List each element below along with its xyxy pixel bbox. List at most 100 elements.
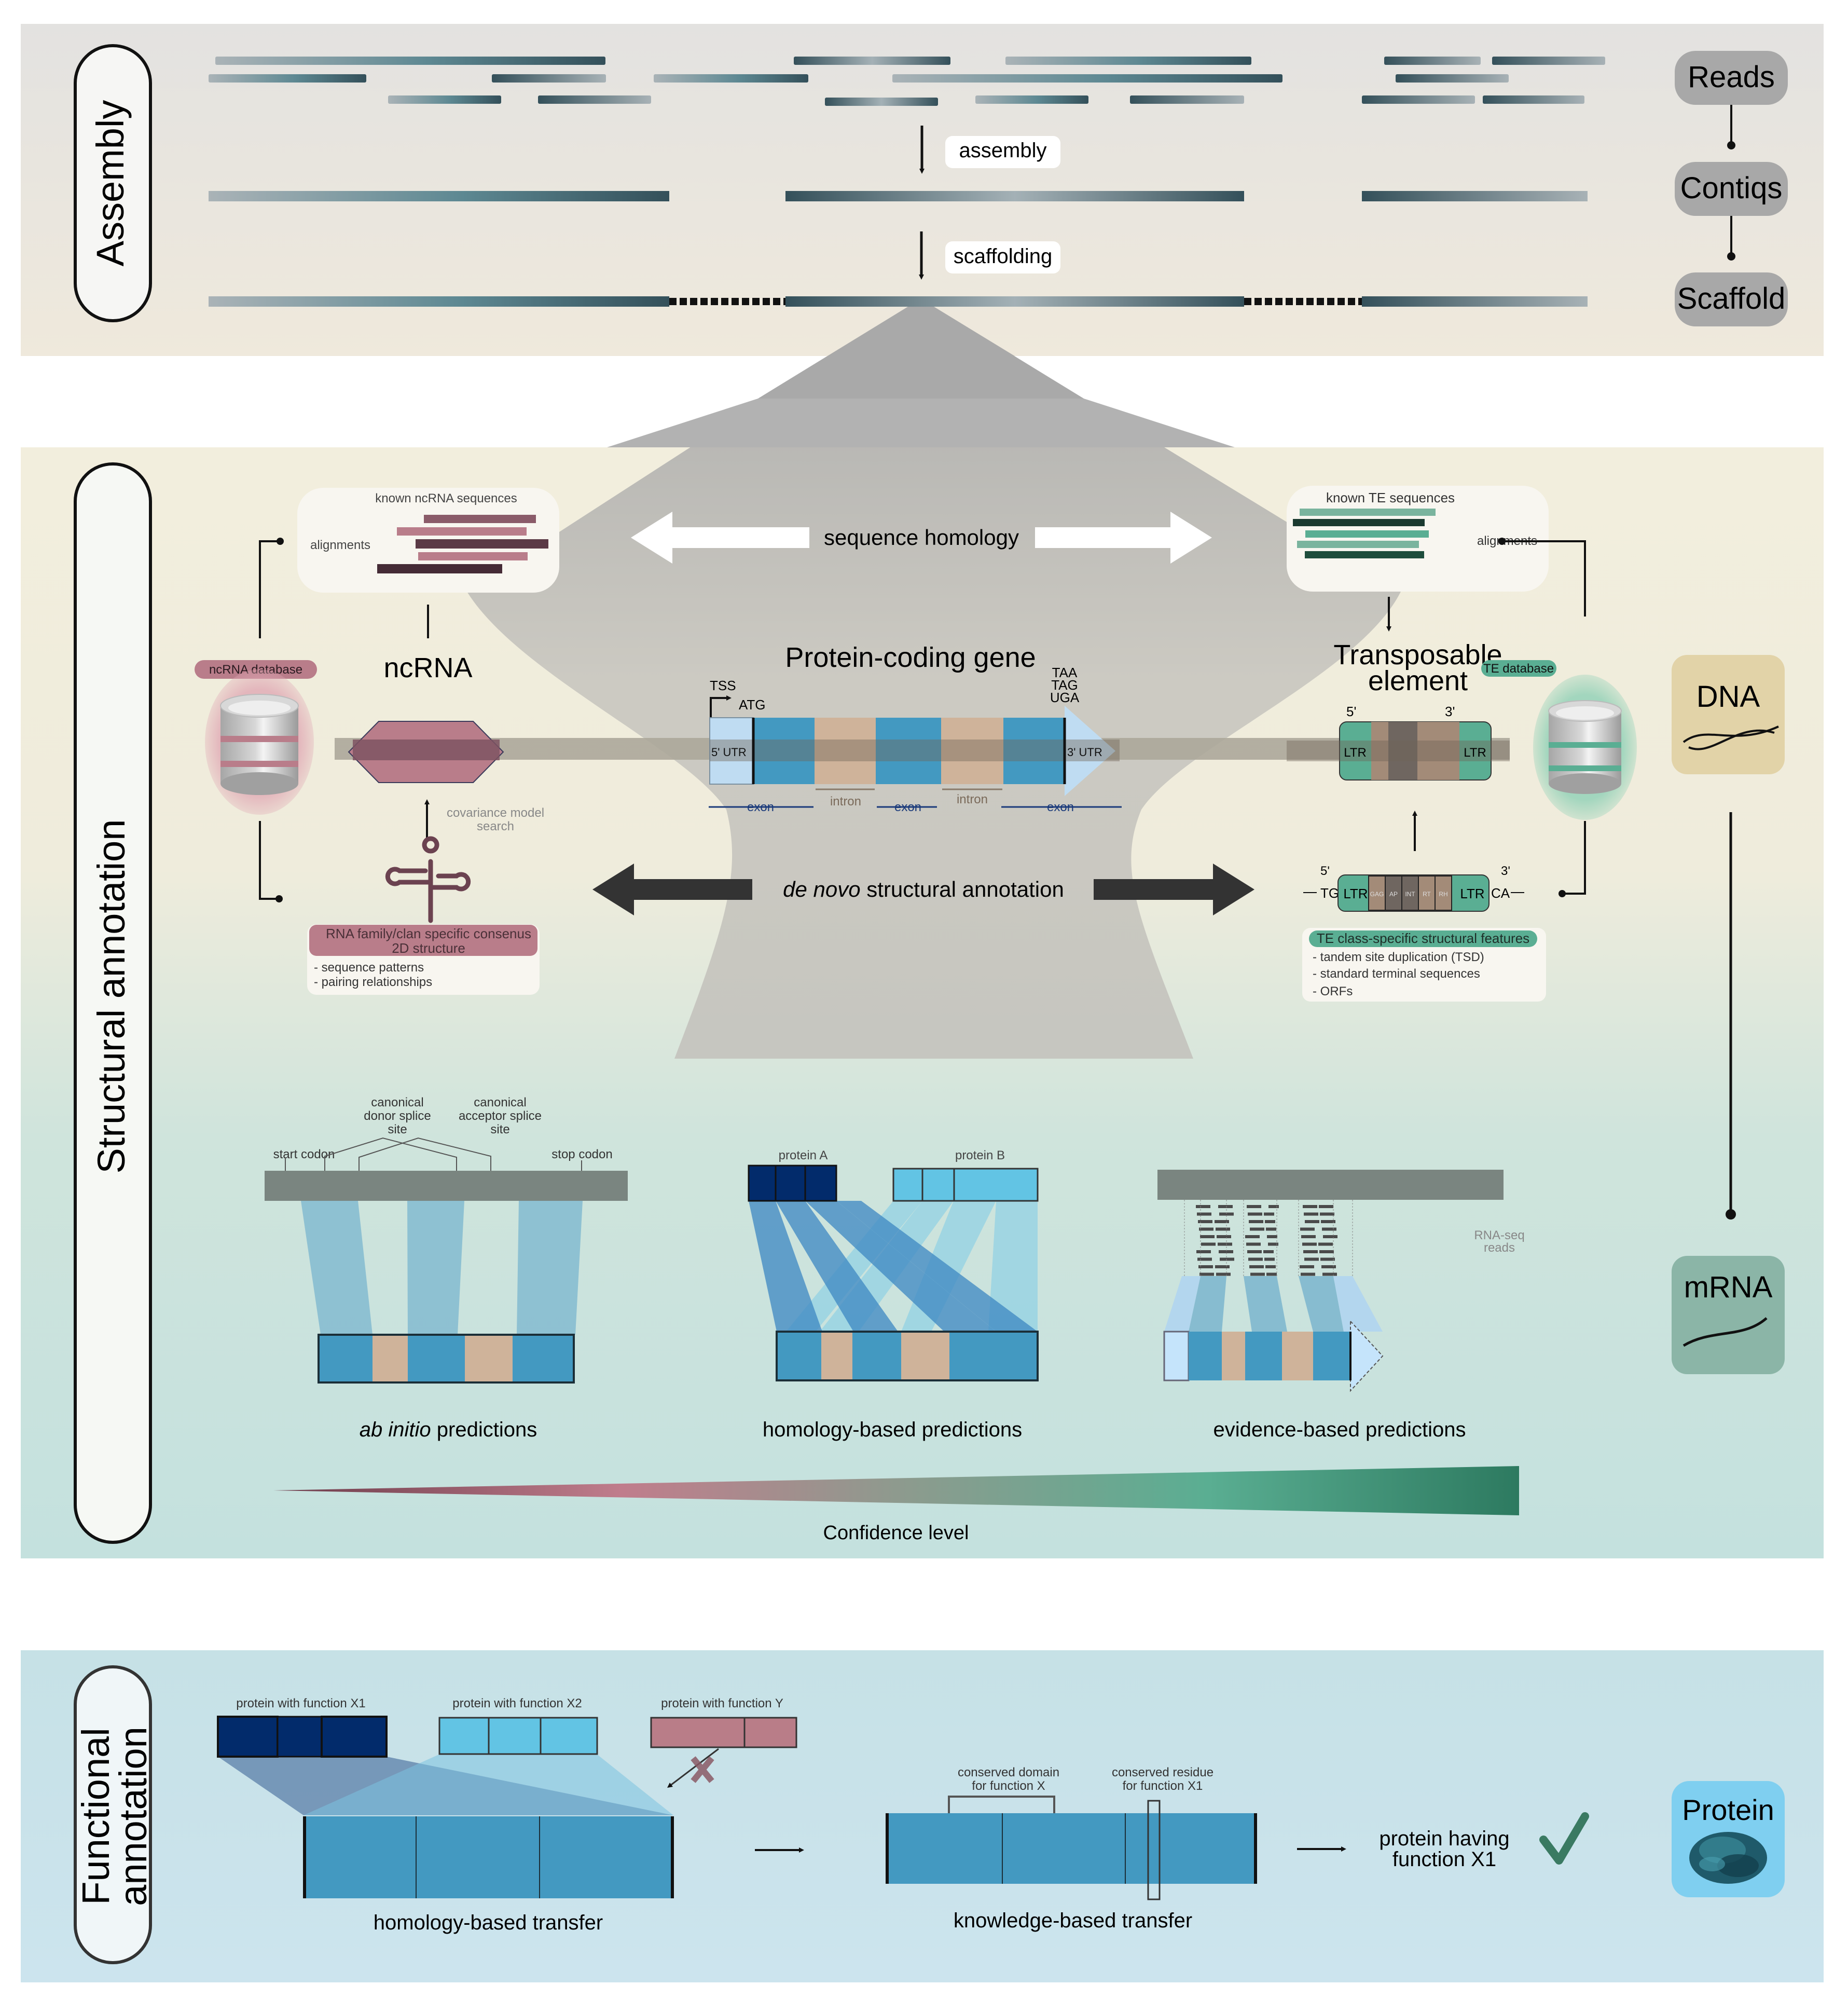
confidence-wedge xyxy=(273,1466,1519,1515)
gene-model-outline xyxy=(776,1331,1039,1381)
rnaseq-read xyxy=(1219,1250,1233,1253)
te-domain-block xyxy=(1401,875,1419,911)
knowledge-transfer-label: knowledge-based transfer xyxy=(954,1909,1192,1932)
connector-dot xyxy=(277,538,284,545)
dna-label: DNA xyxy=(1697,680,1760,714)
rnaseq-read xyxy=(1247,1250,1262,1253)
genomic-region-bar xyxy=(265,1171,628,1201)
contigs-badge-label: Contiqs xyxy=(1680,171,1783,205)
rnaseq-read xyxy=(1301,1235,1316,1238)
protein-a-domain xyxy=(748,1165,777,1202)
rnaseq-read xyxy=(1321,1220,1335,1223)
utr5-block xyxy=(1163,1331,1190,1381)
ncrna-database-badge xyxy=(195,660,317,679)
rnaseq-read xyxy=(1216,1227,1230,1231)
ncrna-alignment xyxy=(377,564,502,573)
rnaseq-read xyxy=(1300,1227,1315,1231)
exon-mapping xyxy=(301,1201,373,1335)
utr3-arrow xyxy=(1350,1320,1384,1392)
mrna-label: mRNA xyxy=(1684,1270,1773,1304)
rnaseq-read xyxy=(1319,1205,1333,1208)
scaffolding-label-box xyxy=(945,241,1060,273)
rnaseq-read xyxy=(1216,1272,1231,1276)
sequence-homology-label: sequence homology xyxy=(824,525,1019,550)
acceptor-label-1: canonical xyxy=(474,1095,526,1110)
stop-codon: TAG xyxy=(1051,677,1078,693)
conserved-residue-marker xyxy=(1147,1800,1161,1900)
te-domain-block xyxy=(1418,875,1436,911)
rnaseq-read xyxy=(1201,1242,1216,1246)
exon-block xyxy=(319,1335,373,1382)
exon-block xyxy=(753,718,815,784)
protein-x2-domain xyxy=(438,1717,490,1755)
rnaseq-read xyxy=(1318,1242,1333,1246)
result-line-1: protein having xyxy=(1379,1827,1509,1850)
te-feature: - tandem site duplication (TSD) xyxy=(1313,950,1484,964)
te-domain xyxy=(1402,722,1417,780)
structural-title-pill xyxy=(74,462,152,1544)
protein-x2-domain xyxy=(488,1717,542,1755)
rnaseq-read xyxy=(1322,1272,1337,1276)
rnaseq-read xyxy=(1196,1250,1211,1253)
ltr-label: LTR xyxy=(1464,746,1486,760)
contigs-badge xyxy=(1675,162,1788,216)
protein-y-domain xyxy=(650,1717,746,1748)
ca-label: CA xyxy=(1491,885,1510,901)
rnaseq-read xyxy=(1200,1235,1215,1238)
te-domain-block xyxy=(1435,875,1452,911)
mrna-strand-icon xyxy=(1682,1317,1768,1347)
protein-x2-domain xyxy=(540,1717,598,1755)
ncrna-database-icon xyxy=(205,669,314,815)
ltr-label: LTR xyxy=(1460,886,1484,901)
rnaseq-read xyxy=(1323,1235,1337,1238)
protein-b-domain xyxy=(953,1168,1039,1202)
contig-1 xyxy=(209,191,669,201)
te-alignment xyxy=(1300,509,1436,516)
reads-badge xyxy=(1675,51,1788,105)
exon-label: exon xyxy=(747,800,774,814)
intron-block xyxy=(465,1335,513,1382)
exon-block xyxy=(1245,1332,1282,1380)
connector-line xyxy=(259,821,279,900)
scaffold-badge-label: Scaffold xyxy=(1677,282,1786,316)
homology-label: homology-based predictions xyxy=(763,1418,1022,1441)
assembly-title: Assembly xyxy=(89,100,132,267)
rnaseq-read xyxy=(1303,1250,1318,1253)
evidence-prediction: RNA-seq reads evidence-based predictions xyxy=(1157,1170,1525,1441)
rnaseq-read xyxy=(1197,1212,1211,1216)
read xyxy=(1384,57,1481,65)
dna-badge xyxy=(1672,655,1785,774)
rnaseq-read xyxy=(1320,1212,1334,1216)
assembly-step-label: assembly xyxy=(959,139,1047,162)
rnaseq-read xyxy=(1305,1220,1319,1223)
te-domain xyxy=(1371,722,1388,780)
rnaseq-read xyxy=(1218,1242,1232,1246)
rnaseq-label-1: RNA-seq xyxy=(1474,1228,1524,1242)
protein-x1-label: protein with function X1 xyxy=(236,1696,365,1710)
rnaseq-read xyxy=(1249,1220,1263,1223)
intron-block xyxy=(941,718,1003,784)
rnaseq-read xyxy=(1301,1272,1315,1276)
reads-badge-label: Reads xyxy=(1688,60,1775,94)
rnaseq-read xyxy=(1199,1272,1214,1276)
assembly-label-box xyxy=(945,136,1060,168)
read xyxy=(538,95,651,104)
functional-title-pill xyxy=(74,1665,152,1964)
intron-block xyxy=(821,1332,852,1380)
protein-x1-domain xyxy=(321,1716,388,1758)
x2-homology-mapping xyxy=(304,1754,673,1815)
gene-title: Protein-coding gene xyxy=(785,642,1036,673)
read xyxy=(892,74,1282,83)
utr3-label: 3' UTR xyxy=(1067,746,1102,759)
covariance-label-2: search xyxy=(477,819,514,833)
rnaseq-read xyxy=(1265,1220,1275,1223)
rejected-x-icon xyxy=(691,1756,714,1783)
scaffold-row xyxy=(209,296,1588,307)
assembly-steps-legend: Reads Contiqs Scaffold xyxy=(1675,51,1788,326)
rnaseq-read xyxy=(1199,1227,1213,1231)
functional-title-1: Functional xyxy=(74,1728,117,1905)
arrow-left-icon xyxy=(592,864,752,915)
rnaseq-read xyxy=(1264,1212,1274,1216)
reads-layer xyxy=(209,57,1605,106)
te-3prime: 3' xyxy=(1445,704,1455,719)
